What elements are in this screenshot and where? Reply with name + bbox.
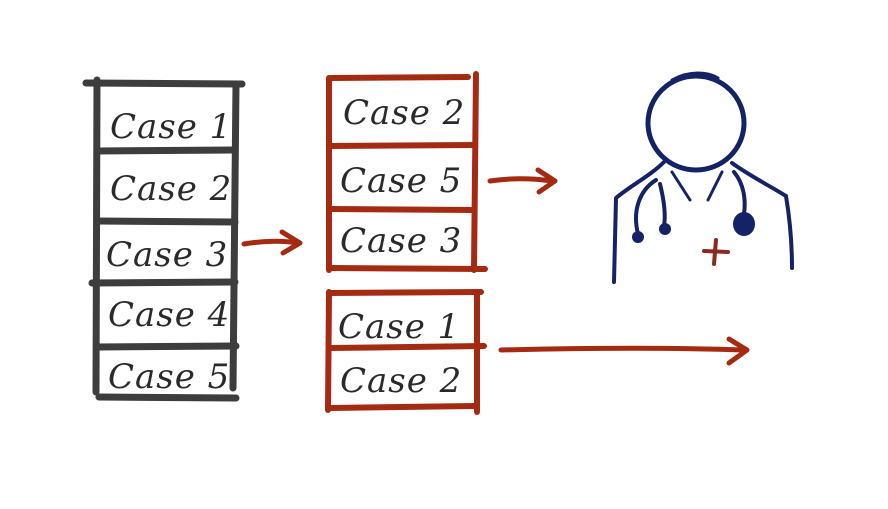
- selected-case-label: Case 3: [340, 221, 462, 261]
- arrow-to-doctor: [487, 167, 558, 195]
- queue-left-border: [92, 76, 101, 396]
- queue-top-border: [82, 79, 246, 88]
- second-group-labels: Case 1 Case 2: [338, 307, 462, 401]
- queue-labels: Case 1 Case 2 Case 3 Case 4 Case 5: [106, 107, 232, 397]
- selected-group-labels: Case 2 Case 5 Case 3: [340, 93, 465, 261]
- selected-top-border: [328, 74, 471, 81]
- arrow-to-selected-group: [241, 229, 303, 256]
- queue-right-border: [229, 80, 240, 392]
- second-group-stack: [325, 289, 487, 415]
- arrow-long: [498, 336, 750, 366]
- stethoscope-chestpiece: [733, 212, 755, 236]
- selected-divider: [328, 142, 477, 149]
- queue-case-label: Case 1: [110, 107, 232, 147]
- second-bottom-border: [327, 403, 478, 411]
- queue-case-label: Case 4: [108, 295, 230, 335]
- queue-divider: [93, 217, 239, 226]
- second-divider: [327, 343, 487, 351]
- stethoscope-right-tube: [732, 170, 747, 216]
- stethoscope-earpiece: [659, 223, 671, 235]
- queue-bottom-border: [95, 393, 240, 402]
- doctor-right-shoulder: [730, 161, 794, 270]
- stethoscope-left-tube: [634, 178, 658, 236]
- queue-divider: [88, 278, 239, 287]
- selected-group-stack: [326, 71, 488, 273]
- queue-divider: [93, 146, 238, 155]
- second-case-label: Case 2: [340, 361, 462, 401]
- doctor-with-stethoscope-icon: [612, 71, 794, 284]
- queue-case-label: Case 2: [110, 169, 232, 209]
- selected-case-label: Case 2: [343, 93, 465, 133]
- selected-divider: [328, 206, 477, 213]
- selected-right-border: [471, 71, 479, 273]
- second-case-label: Case 1: [338, 307, 460, 347]
- queue-case-label: Case 5: [108, 357, 230, 397]
- doctor-head: [645, 73, 747, 173]
- selected-bottom-border: [328, 265, 488, 272]
- queue-divider: [93, 342, 240, 351]
- queue-case-label: Case 3: [106, 235, 228, 275]
- medical-cross-icon: [702, 238, 730, 266]
- doctor-left-shoulder: [612, 160, 666, 284]
- second-top-border: [327, 289, 484, 296]
- stethoscope-earpiece: [632, 231, 644, 243]
- queue-stack: [82, 76, 246, 402]
- selected-case-label: Case 5: [340, 161, 462, 201]
- second-left-border: [325, 289, 332, 413]
